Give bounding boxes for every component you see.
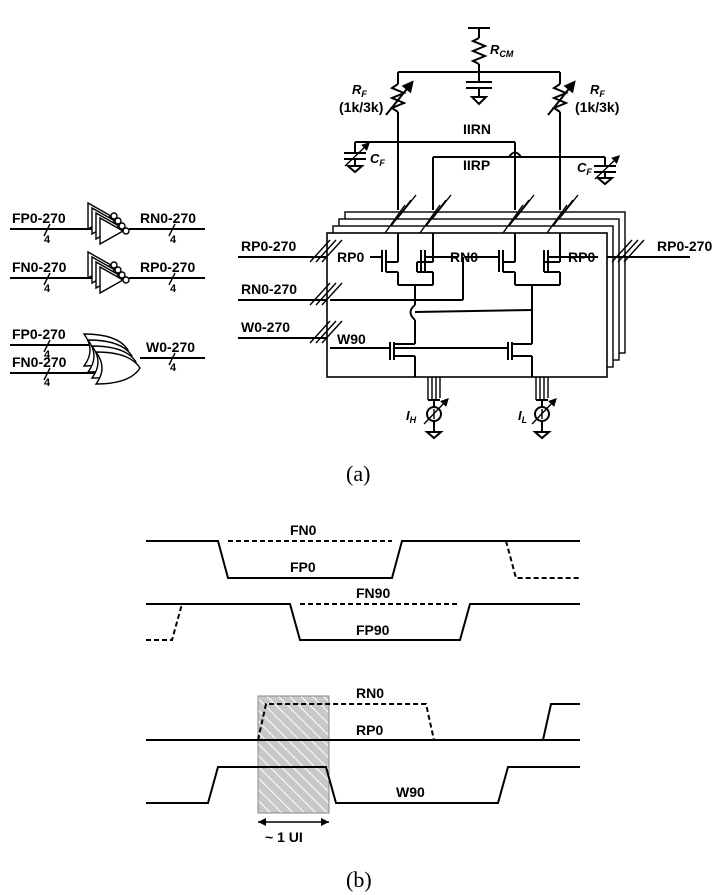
- gate1-bus-label: 4: [44, 234, 51, 246]
- waveform-w90: [146, 766, 580, 804]
- rn0-input-label: RN0-270: [241, 281, 297, 297]
- fp90-label: FP90: [356, 622, 390, 638]
- cf-left-capacitor: [344, 141, 515, 174]
- rf-left-resistor: [385, 72, 414, 142]
- nor-gate-group-2: [10, 250, 205, 295]
- top-bus-stubs: [384, 194, 579, 234]
- fn90-label: FN90: [356, 585, 390, 601]
- rp0-wave-label: RP0: [356, 722, 383, 738]
- gate2-bus-label: 4: [44, 283, 51, 295]
- rf-left-value: (1k/3k): [339, 99, 383, 115]
- gate1-output-label: RN0-270: [140, 210, 196, 226]
- cf-right-label: CF: [577, 160, 592, 177]
- iir-crossing-wires: [397, 142, 561, 210]
- gate1-input-label: FP0-270: [12, 210, 66, 226]
- rn0-wave-label: RN0: [356, 685, 384, 701]
- nor-gate-group-1: [10, 201, 205, 246]
- current-sources: [423, 377, 557, 440]
- rcm-resistor: [468, 27, 490, 72]
- w90-label: W90: [337, 331, 366, 347]
- rp0-input-label: RP0-270: [241, 238, 296, 254]
- rp0-output-label: RP0-270: [657, 238, 712, 254]
- common-node-capacitor: [398, 71, 560, 106]
- cf-left-label: CF: [370, 151, 385, 168]
- waveform-rn0-rp0: [146, 703, 580, 741]
- rf-right-resistor: [547, 72, 576, 157]
- ih-label: IH: [406, 408, 417, 425]
- gate3-bus1-label: 4: [44, 349, 51, 361]
- waveform-fn0-fp0: [146, 540, 580, 579]
- waveform-fn90-fp90: [146, 603, 580, 641]
- rp0-left-label: RP0: [337, 249, 364, 265]
- gate2-output-label: RP0-270: [140, 259, 195, 275]
- gate3-bus2-label: 4: [44, 377, 51, 389]
- transistor-network: [330, 233, 598, 377]
- fp0-label: FP0: [290, 559, 316, 575]
- iirp-label: IIRP: [463, 157, 490, 173]
- ui-window-hatch: [257, 695, 330, 814]
- rf-right-label: RF: [590, 82, 605, 99]
- circuit-input-buses: [238, 239, 690, 344]
- w0-input-label: W0-270: [241, 319, 290, 335]
- caption-b: (b): [346, 867, 372, 892]
- iirn-label: IIRN: [463, 121, 491, 137]
- ui-dimension: [258, 818, 329, 826]
- gate3-input1-label: FP0-270: [12, 326, 66, 342]
- il-label: IL: [518, 408, 527, 425]
- gate3-out-bus-label: 4: [170, 362, 177, 374]
- gate3-output-label: W0-270: [146, 339, 195, 355]
- w90-wave-label: W90: [396, 784, 425, 800]
- rn0-label: RN0: [450, 249, 478, 265]
- rf-left-label: RF: [352, 82, 367, 99]
- caption-a: (a): [346, 461, 370, 486]
- rp0-right-label: RP0: [568, 249, 595, 265]
- rf-right-value: (1k/3k): [575, 99, 619, 115]
- fn0-label: FN0: [290, 522, 317, 538]
- gate1-out-bus-label: 4: [170, 234, 177, 246]
- gate2-out-bus-label: 4: [170, 283, 177, 295]
- stacked-slices: [326, 211, 626, 378]
- gate3-input2-label: FN0-270: [12, 354, 67, 370]
- gate2-input-label: FN0-270: [12, 259, 67, 275]
- rcm-label: RCM: [490, 42, 514, 59]
- ui-label: ~ 1 UI: [265, 829, 303, 845]
- or-gate-group: [10, 333, 205, 385]
